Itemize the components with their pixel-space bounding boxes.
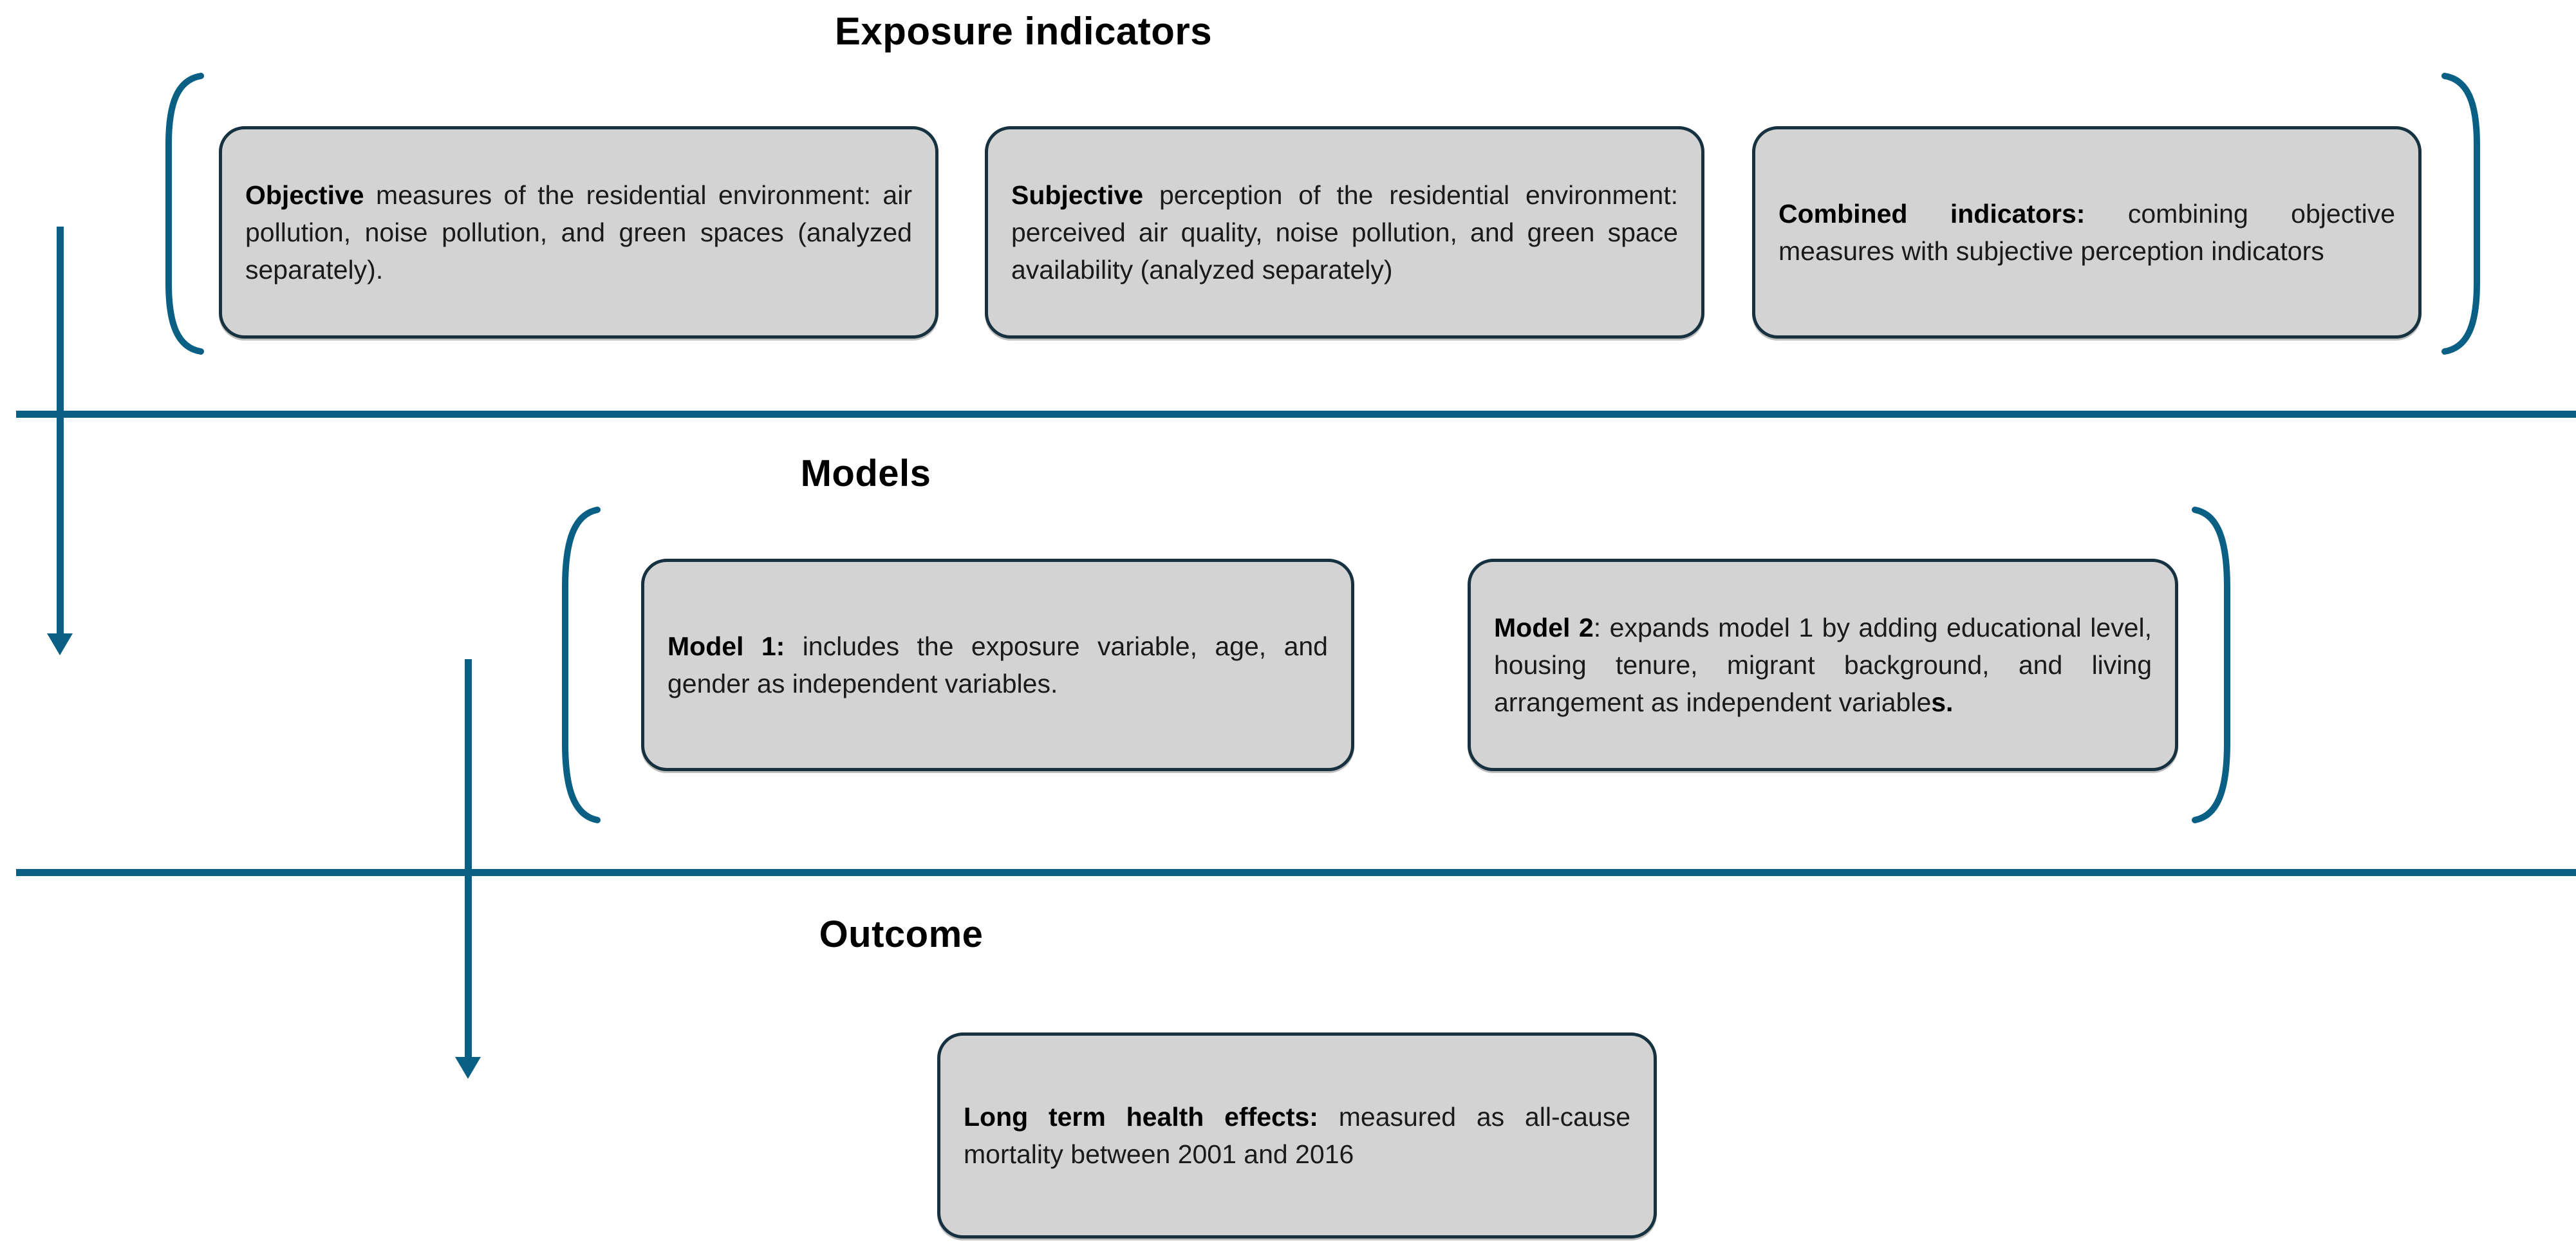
arrow-head [455,1057,481,1079]
models-box-model-2-rest: : expands model 1 by adding educational … [1494,612,2152,718]
models-box-model-2-tail: s. [1931,687,1954,718]
outcome-box-lead: Long term health effects: [964,1101,1318,1132]
models-box-model-2-lead: Model 2 [1494,612,1594,642]
exposure-box-objective: Objective measures of the residential en… [219,126,938,339]
exposure-box-objective-lead: Objective [245,180,364,210]
divider-models-outcome [16,869,2576,876]
outcome-box-long-term-health-effects: Long term health effects: measured as al… [937,1032,1657,1238]
arrow-head [47,633,73,655]
exposure-box-combined-rest: combining objective measures with subjec… [1778,198,2395,266]
exposure-box-subjective-rest: perception of the residential environmen… [1011,180,1678,285]
models-box-model-1-rest: includes the exposure variable, age, and… [667,631,1328,698]
exposure-box-combined-lead: Combined indicators: [1778,198,2086,229]
models-box-model-2-text: Model 2: expands model 1 by adding educa… [1471,609,2175,722]
page-title-outcome: Outcome [819,913,984,955]
bracket-models-right-icon [2192,507,2230,823]
exposure-box-combined: Combined indicators: combining objective… [1752,126,2422,339]
bracket-exposure-left-icon [165,73,204,355]
models-box-model-1-lead: Model 1: [667,631,785,661]
exposure-box-subjective-lead: Subjective [1011,180,1144,210]
models-box-model-1: Model 1: includes the exposure variable,… [641,559,1354,771]
bracket-models-left-icon [562,507,601,823]
models-box-model-2: Model 2: expands model 1 by adding educa… [1468,559,2178,771]
divider-exposure-models [16,411,2576,418]
exposure-box-subjective: Subjective perception of the residential… [985,126,1704,339]
models-box-model-1-text: Model 1: includes the exposure variable,… [644,628,1351,702]
page-title-exposure-indicators: Exposure indicators [834,10,1213,53]
exposure-box-objective-text: Objective measures of the residential en… [222,176,935,289]
exposure-box-combined-text: Combined indicators: combining objective… [1755,195,2418,270]
exposure-box-objective-rest: measures of the residential environment:… [245,180,912,285]
arrow-shaft [465,659,472,1060]
outcome-box-text: Long term health effects: measured as al… [940,1098,1654,1173]
bracket-exposure-right-icon [2441,73,2480,355]
outcome-box-rest: measured as all-cause mortality between … [964,1101,1630,1169]
exposure-box-subjective-text: Subjective perception of the residential… [988,176,1701,289]
page-title-models: Models [800,453,931,494]
arrow-shaft [57,227,64,636]
